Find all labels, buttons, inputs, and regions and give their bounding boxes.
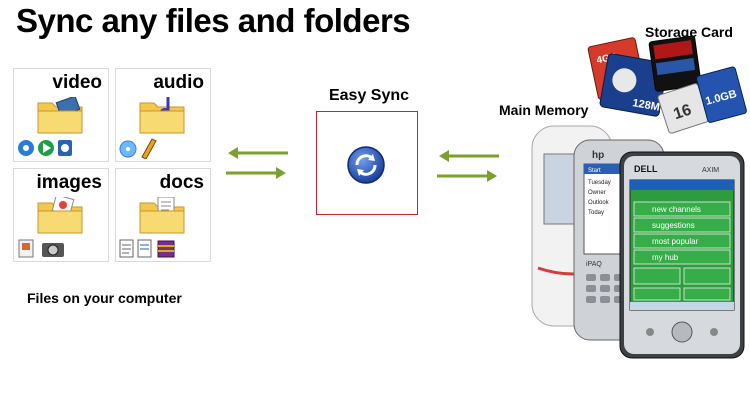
folder-video-icon <box>37 97 83 134</box>
svg-text:Today: Today <box>588 210 604 216</box>
easy-sync-title: Easy Sync <box>328 87 410 104</box>
svg-text:Owner: Owner <box>588 190 606 196</box>
tile-video[interactable]: video <box>13 68 109 162</box>
svg-text:Tuesday: Tuesday <box>588 180 611 186</box>
tile-audio[interactable]: audio <box>115 68 211 162</box>
sync-arrows-left <box>226 147 288 179</box>
easy-sync-button[interactable] <box>316 111 418 215</box>
sync-arrows-right <box>437 150 499 182</box>
memory-cards-icon: 4GB 128MB 16 1.0GB <box>587 35 747 134</box>
tile-docs[interactable]: docs <box>115 168 211 262</box>
tile-images[interactable]: images <box>13 168 109 262</box>
document-app-icons <box>119 239 175 258</box>
svg-text:suggestions: suggestions <box>652 221 695 230</box>
svg-text:new channels: new channels <box>652 205 701 214</box>
svg-text:hp: hp <box>592 150 604 161</box>
tile-label: docs <box>159 172 204 193</box>
folder-images-icon <box>37 197 83 234</box>
computer-caption: Files on your computer <box>27 290 182 306</box>
folder-audio-icon <box>139 97 185 134</box>
image-app-icons <box>18 239 64 258</box>
main-memory-label: Main Memory <box>499 102 589 118</box>
svg-text:my hub: my hub <box>652 253 679 262</box>
storage-card-label: Storage Card <box>645 24 733 40</box>
headline: Sync any files and folders <box>16 2 411 39</box>
audio-app-icons <box>119 138 157 159</box>
sync-icon <box>347 146 385 184</box>
svg-text:most popular: most popular <box>652 237 699 246</box>
handheld-devices-icon: hp Start Tuesday Owner Outlook Today iPA… <box>531 125 745 359</box>
svg-text:Start: Start <box>588 168 601 174</box>
tile-label: audio <box>153 72 204 93</box>
tile-label: video <box>52 72 102 93</box>
svg-text:16: 16 <box>671 102 693 124</box>
svg-text:iPAQ: iPAQ <box>586 261 602 268</box>
tile-label: images <box>36 172 102 193</box>
svg-text:DELL: DELL <box>634 164 658 174</box>
folder-docs-icon <box>139 197 185 234</box>
svg-text:Outlook: Outlook <box>588 200 610 206</box>
svg-text:AXIM: AXIM <box>702 167 719 174</box>
media-player-icons <box>18 140 72 156</box>
